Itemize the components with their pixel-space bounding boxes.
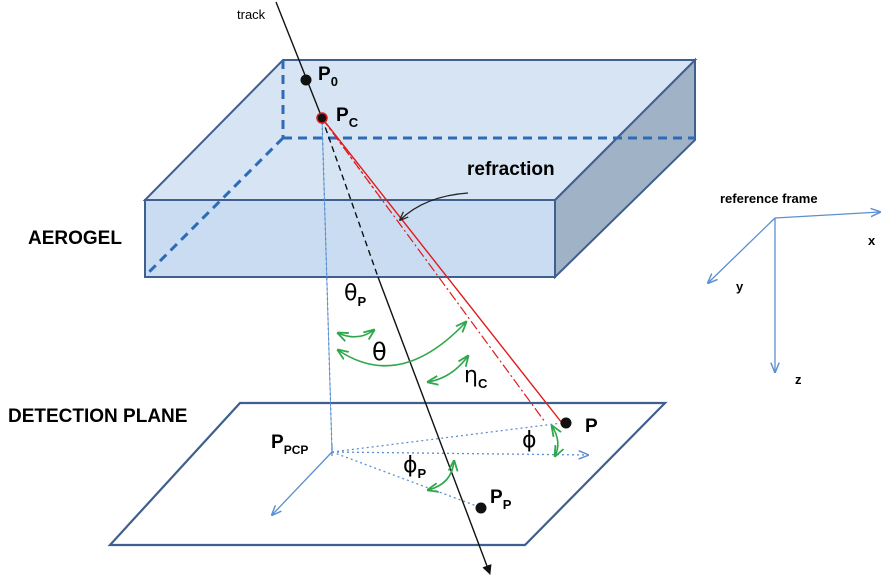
pp-label: PP [490, 487, 512, 512]
ppcp-to-p-projection [331, 422, 563, 453]
theta-label: θ [372, 338, 387, 366]
eta-c-label: ηC [464, 363, 488, 391]
ref-y-label: y [736, 279, 744, 294]
track-label: track [237, 7, 266, 22]
theta-arc [338, 322, 466, 367]
projection-lines [272, 117, 588, 515]
ref-y-axis [708, 217, 776, 283]
theta-p-label: θP [344, 281, 366, 309]
refracted-ray [321, 117, 563, 424]
reference-frame [708, 212, 880, 372]
aerogel-label: AEROGEL [28, 228, 122, 249]
particle-track-solid [275, 1, 323, 119]
ppcp-label: PPCP [271, 432, 308, 457]
p-label: P [585, 416, 598, 437]
aerogel-hidden-edge [145, 136, 285, 276]
phi-label: ϕ [522, 428, 537, 453]
refraction-pointer [400, 192, 469, 220]
detection-plane-label: DETECTION PLANE [8, 406, 187, 427]
pc-to-refraction-edge [321, 117, 383, 201]
aerogel-box [142, 57, 698, 280]
particle-track-dashed [321, 117, 379, 278]
phi-p-label: ϕP [403, 453, 427, 481]
aerogel-front-face [144, 199, 556, 278]
point-pc [316, 112, 328, 124]
detection-plane [107, 401, 668, 547]
pc-to-ppcp-dashed [321, 117, 333, 453]
point-p0 [300, 74, 312, 86]
eta-c-arc [428, 356, 468, 382]
ref-z-label: z [795, 372, 802, 387]
pc-label: PC [336, 105, 359, 130]
ppcp-to-pp-projection [331, 451, 483, 509]
p0-label: P0 [318, 64, 338, 89]
refraction-label: refraction [467, 159, 555, 180]
phi-arc [552, 426, 558, 456]
point-pp [475, 502, 487, 514]
ref-x-label: x [868, 233, 876, 248]
reference-frame-label: reference frame [720, 191, 818, 206]
ref-x-axis [774, 212, 880, 219]
theta-p-arc [338, 330, 374, 337]
point-p [560, 417, 572, 429]
cherenkov-rays [321, 117, 563, 424]
phi-p-arc [428, 461, 454, 490]
angle-arcs [338, 322, 558, 490]
local-y-axis [272, 451, 333, 515]
